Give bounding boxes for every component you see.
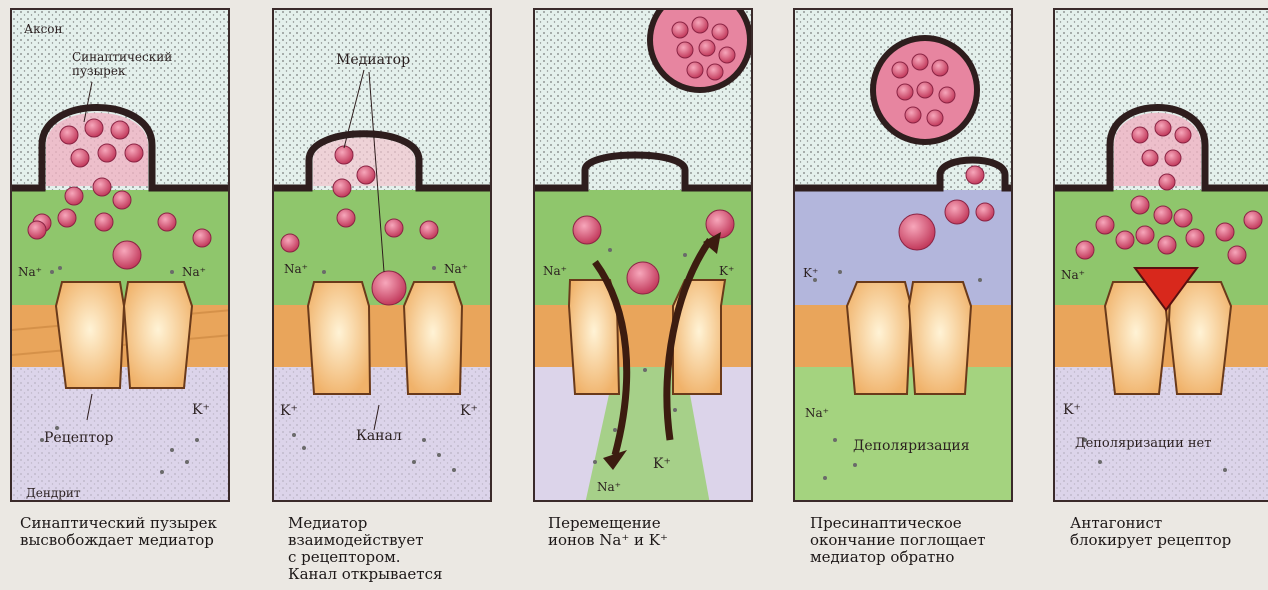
channel-label: Канал — [356, 428, 402, 444]
panel-vesicle-release: Аксон Синаптический пузырек Na⁺ Na⁺ K⁺ Р… — [10, 8, 230, 502]
k-ion-label-top: K⁺ — [719, 264, 734, 278]
axon-label: Аксон — [24, 22, 63, 36]
no-depolarization-label: Деполяризации нет — [1075, 436, 1211, 451]
panel-3-illustration — [535, 10, 753, 502]
na-ion-label: Na⁺ — [805, 406, 829, 420]
na-ion-label-right: Na⁺ — [444, 262, 468, 276]
na-ion-label-left: Na⁺ — [18, 265, 42, 279]
panel-1-illustration — [12, 10, 230, 502]
k-ion-label: K⁺ — [803, 266, 818, 280]
caption-ion-movement: Перемещение ионов Na⁺ и K⁺ — [548, 515, 798, 549]
receptor-label: Рецептор — [44, 430, 113, 446]
k-ion-label: K⁺ — [1063, 402, 1081, 418]
k-ion-label-right: K⁺ — [460, 403, 478, 419]
na-ion-label: Na⁺ — [1061, 268, 1085, 282]
k-ion-label-left: K⁺ — [280, 403, 298, 419]
panel-antagonist-block: Na⁺ K⁺ Деполяризации нет — [1053, 8, 1268, 502]
caption-mediator-binding: Медиатор взаимодействует с рецептором. К… — [288, 515, 538, 583]
mediator-label: Медиатор — [336, 52, 410, 68]
synaptic-vesicle-label: Синаптический пузырек — [72, 50, 172, 78]
caption-antagonist-block: Антагонист блокирует рецептор — [1070, 515, 1260, 549]
k-ion-label: K⁺ — [192, 402, 210, 418]
depolarization-label: Деполяризация — [853, 438, 970, 454]
na-ion-label-left: Na⁺ — [284, 262, 308, 276]
k-ion-label-bottom: K⁺ — [653, 456, 671, 472]
panel-5-illustration — [1055, 10, 1268, 502]
panel-reuptake: K⁺ Na⁺ Деполяризация — [793, 8, 1013, 502]
panel-mediator-binding: Медиатор Na⁺ Na⁺ K⁺ K⁺ Канал — [272, 8, 492, 502]
panel-ion-movement: Na⁺ K⁺ K⁺ Na⁺ — [533, 8, 753, 502]
na-ion-label-bottom: Na⁺ — [597, 480, 621, 494]
caption-reuptake: Пресинаптическое окончание поглощает мед… — [810, 515, 1060, 566]
caption-vesicle-release: Синаптический пузырек высвобождает медиа… — [20, 515, 270, 549]
dendrite-label: Дендрит — [26, 486, 81, 500]
na-ion-label-right: Na⁺ — [182, 265, 206, 279]
panel-4-illustration — [795, 10, 1013, 502]
na-ion-label-top: Na⁺ — [543, 264, 567, 278]
